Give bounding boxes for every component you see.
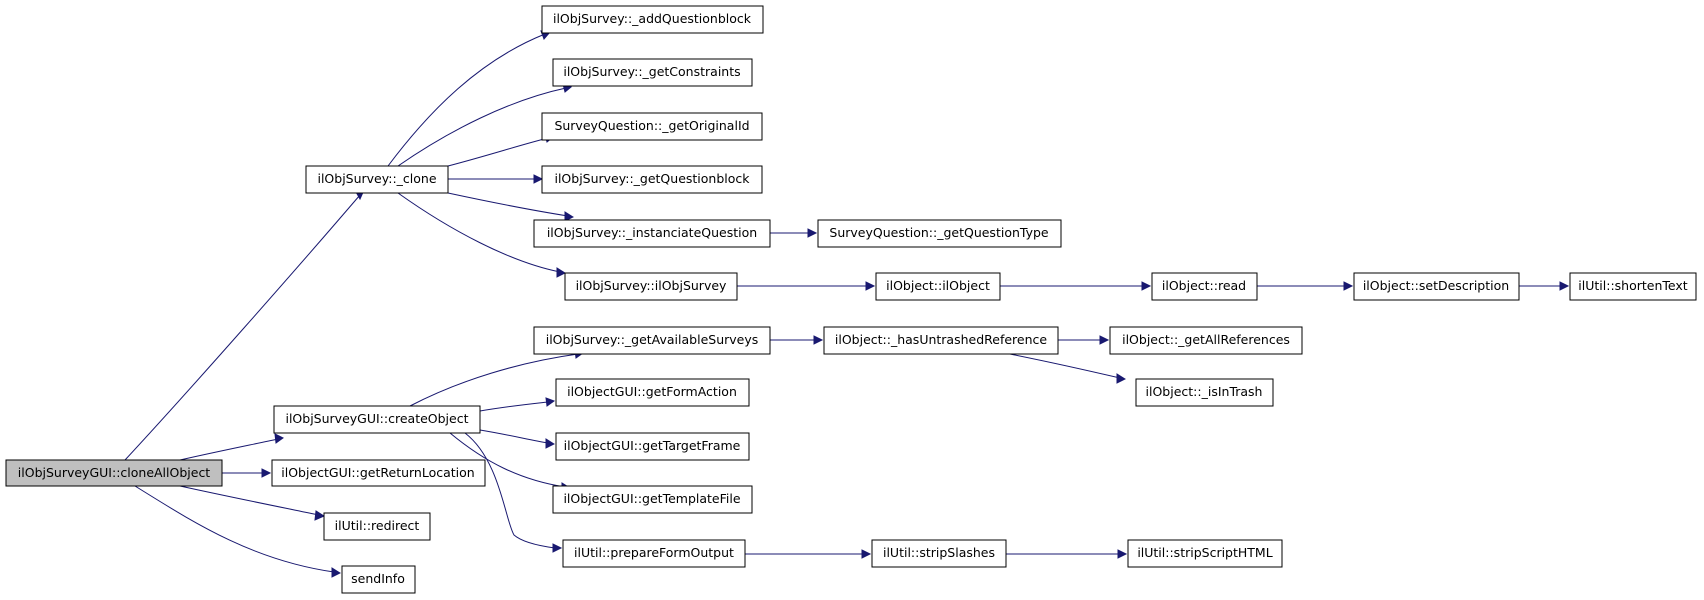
nodes: ilObjSurveyGUI::cloneAllObject ilObjSurv…: [5, 5, 1697, 594]
node-label: ilObjSurvey::ilObjSurvey: [576, 278, 727, 293]
edge-arrowhead: [545, 438, 556, 449]
node-get-constraints[interactable]: ilObjSurvey::_getConstraints: [552, 58, 753, 87]
edge-arrowhead: [552, 543, 563, 553]
edges: [124, 30, 1570, 578]
node-strip-script-html[interactable]: ilUtil::stripScriptHTML: [1127, 539, 1283, 568]
node-il-object[interactable]: ilObject::ilObject: [875, 272, 1001, 301]
node-get-original-id[interactable]: SurveyQuestion::_getOriginalId: [541, 112, 763, 141]
node-has-untrashed-reference[interactable]: ilObject::_hasUntrashedReference: [823, 326, 1059, 355]
node-instanciate-question[interactable]: ilObjSurvey::_instanciateQuestion: [533, 219, 771, 248]
edge-createobject-getavailablesurveys: [409, 353, 579, 407]
node-label: ilObject::_isInTrash: [1146, 384, 1263, 399]
edge-arrowhead: [1141, 281, 1152, 291]
node-label: ilObjSurvey::_addQuestionblock: [553, 11, 752, 26]
edge-arrowhead: [1116, 373, 1127, 384]
node-survey-clone[interactable]: ilObjSurvey::_clone: [305, 165, 449, 194]
edge-arrowhead: [261, 468, 272, 478]
edge-arrowhead: [545, 397, 556, 407]
node-get-available-surveys[interactable]: ilObjSurvey::_getAvailableSurveys: [533, 326, 771, 355]
edge-arrowhead: [1117, 549, 1128, 559]
edge-arrowhead: [533, 174, 544, 184]
node-label: ilUtil::stripScriptHTML: [1137, 545, 1272, 560]
edge-cloneallobject-createobject: [179, 438, 279, 461]
node-label: ilObject::ilObject: [886, 278, 990, 293]
node-label: ilUtil::stripSlashes: [883, 545, 995, 560]
node-redirect[interactable]: ilUtil::redirect: [323, 512, 431, 541]
node-send-info[interactable]: sendInfo: [341, 565, 416, 594]
edge-clone-instanciatequestion: [447, 192, 569, 217]
node-label: ilObject::setDescription: [1363, 278, 1509, 293]
node-label: ilObjectGUI::getFormAction: [567, 384, 737, 399]
node-label: ilObjSurvey::_getAvailableSurveys: [546, 332, 759, 347]
edge-hasuntrashed-isintrash: [1009, 353, 1121, 379]
edge-createobject-prepareformoutput: [464, 432, 556, 549]
node-label: ilObjSurvey::_getQuestionblock: [554, 171, 750, 186]
node-label: ilObject::_getAllReferences: [1122, 332, 1290, 347]
node-strip-slashes[interactable]: ilUtil::stripSlashes: [871, 539, 1007, 568]
edge-arrowhead: [813, 335, 824, 345]
node-get-question-type[interactable]: SurveyQuestion::_getQuestionType: [817, 219, 1062, 248]
edge-arrowhead: [274, 433, 284, 444]
node-label: ilUtil::shortenText: [1578, 278, 1687, 293]
node-label: ilObject::read: [1162, 278, 1246, 293]
edge-arrowhead: [1559, 281, 1570, 291]
node-prepare-form-output[interactable]: ilUtil::prepareFormOutput: [562, 539, 746, 568]
node-label: ilObjSurveyGUI::createObject: [285, 411, 468, 426]
node-label: sendInfo: [351, 571, 405, 586]
node-label: ilUtil::prepareFormOutput: [574, 545, 734, 560]
node-label: SurveyQuestion::_getQuestionType: [829, 225, 1049, 240]
node-set-description[interactable]: ilObject::setDescription: [1353, 272, 1520, 301]
node-shorten-text[interactable]: ilUtil::shortenText: [1569, 272, 1697, 301]
edge-arrowhead: [314, 510, 326, 521]
node-create-object[interactable]: ilObjSurveyGUI::createObject: [273, 405, 481, 434]
edge-cloneallobject-redirect: [179, 485, 320, 516]
node-label: ilObject::_hasUntrashedReference: [835, 332, 1048, 347]
node-label: ilObjSurvey::_clone: [317, 171, 436, 186]
edge-clone-addquestionblock: [387, 33, 546, 167]
node-label: ilObjSurvey::_getConstraints: [563, 64, 740, 79]
node-label: ilObjectGUI::getTargetFrame: [564, 438, 741, 453]
node-label: ilUtil::redirect: [335, 518, 420, 533]
edge-createobject-getformaction: [479, 401, 549, 412]
edge-arrowhead: [1099, 335, 1110, 345]
edge-cloneallobject-sendinfo: [134, 485, 335, 573]
edge-clone-ilobjsurvey: [397, 192, 561, 273]
edge-arrowhead: [861, 549, 872, 559]
node-get-all-references[interactable]: ilObject::_getAllReferences: [1109, 326, 1303, 355]
edge-createobject-gettargetframe: [479, 429, 549, 444]
edge-clone-getconstraints: [397, 87, 567, 167]
node-get-return-location[interactable]: ilObjectGUI::getReturnLocation: [271, 459, 486, 487]
node-get-form-action[interactable]: ilObjectGUI::getFormAction: [555, 378, 750, 407]
edge-arrowhead: [865, 281, 876, 291]
edge-arrowhead: [331, 567, 342, 578]
node-il-obj-survey[interactable]: ilObjSurvey::ilObjSurvey: [564, 272, 738, 301]
node-clone-all-object[interactable]: ilObjSurveyGUI::cloneAllObject: [5, 459, 223, 487]
node-add-questionblock[interactable]: ilObjSurvey::_addQuestionblock: [541, 5, 764, 34]
node-get-template-file[interactable]: ilObjectGUI::getTemplateFile: [552, 485, 753, 514]
edge-arrowhead: [564, 211, 575, 222]
edge-arrowhead: [556, 267, 567, 278]
node-get-target-frame[interactable]: ilObjectGUI::getTargetFrame: [555, 432, 750, 461]
edge-createobject-gettemplatefile: [449, 432, 566, 488]
node-get-questionblock[interactable]: ilObjSurvey::_getQuestionblock: [541, 165, 763, 194]
edge-arrowhead: [1343, 281, 1354, 291]
node-label: ilObjSurveyGUI::cloneAllObject: [18, 465, 211, 480]
edge-arrowhead: [807, 228, 818, 238]
node-is-in-trash[interactable]: ilObject::_isInTrash: [1135, 378, 1274, 407]
edge-clone-getoriginalid: [447, 137, 549, 167]
node-label: ilObjectGUI::getReturnLocation: [281, 465, 474, 480]
node-label: ilObjSurvey::_instanciateQuestion: [547, 225, 757, 240]
node-label: ilObjectGUI::getTemplateFile: [563, 491, 740, 506]
edge-cloneallobject-clone: [124, 194, 361, 461]
node-label: SurveyQuestion::_getOriginalId: [554, 118, 749, 133]
node-il-object-read[interactable]: ilObject::read: [1151, 272, 1258, 301]
